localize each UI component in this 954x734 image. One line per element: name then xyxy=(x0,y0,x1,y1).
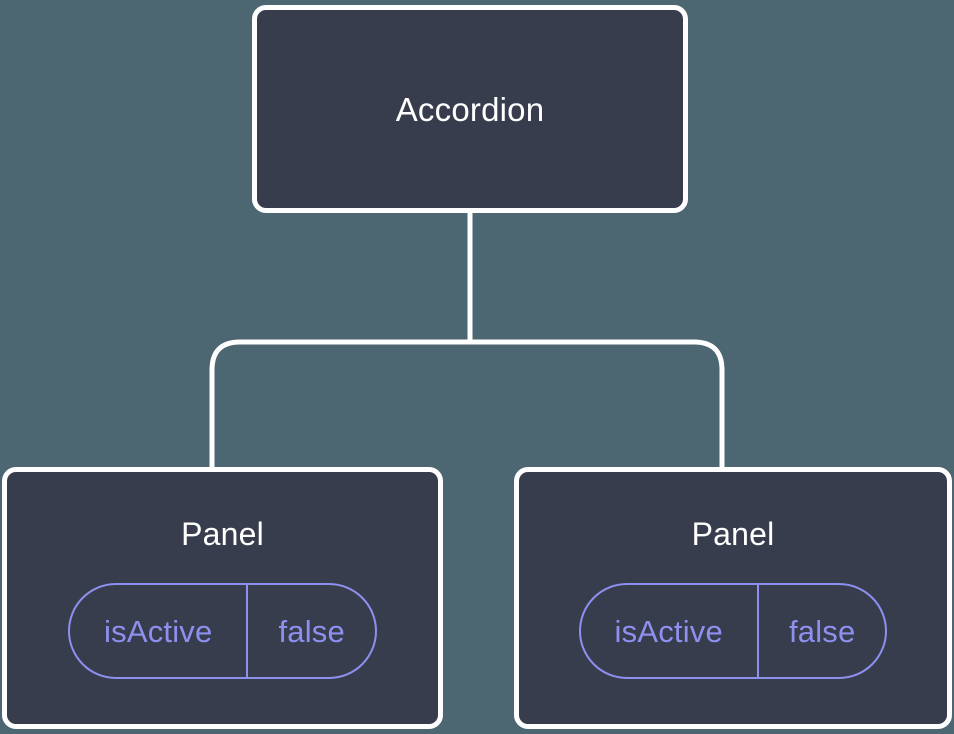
node-accordion[interactable]: Accordion xyxy=(252,5,688,213)
state-pill-left[interactable]: isActive false xyxy=(68,583,377,679)
state-pill-right-key: isActive xyxy=(581,585,759,677)
connector-branch-right xyxy=(209,339,470,472)
state-pill-left-key: isActive xyxy=(70,585,249,677)
node-accordion-label: Accordion xyxy=(395,90,545,128)
node-panel-left-label: Panel xyxy=(181,516,264,552)
state-pill-left-value: false xyxy=(278,613,345,649)
node-panel-left[interactable]: Panel isActive false xyxy=(2,467,443,729)
state-pill-right[interactable]: isActive false xyxy=(578,583,888,679)
connector-branch-left xyxy=(470,339,725,472)
node-panel-right-label: Panel xyxy=(691,516,775,552)
state-pill-right-value: false xyxy=(788,613,856,649)
node-panel-right[interactable]: Panel isActive false xyxy=(514,467,952,729)
